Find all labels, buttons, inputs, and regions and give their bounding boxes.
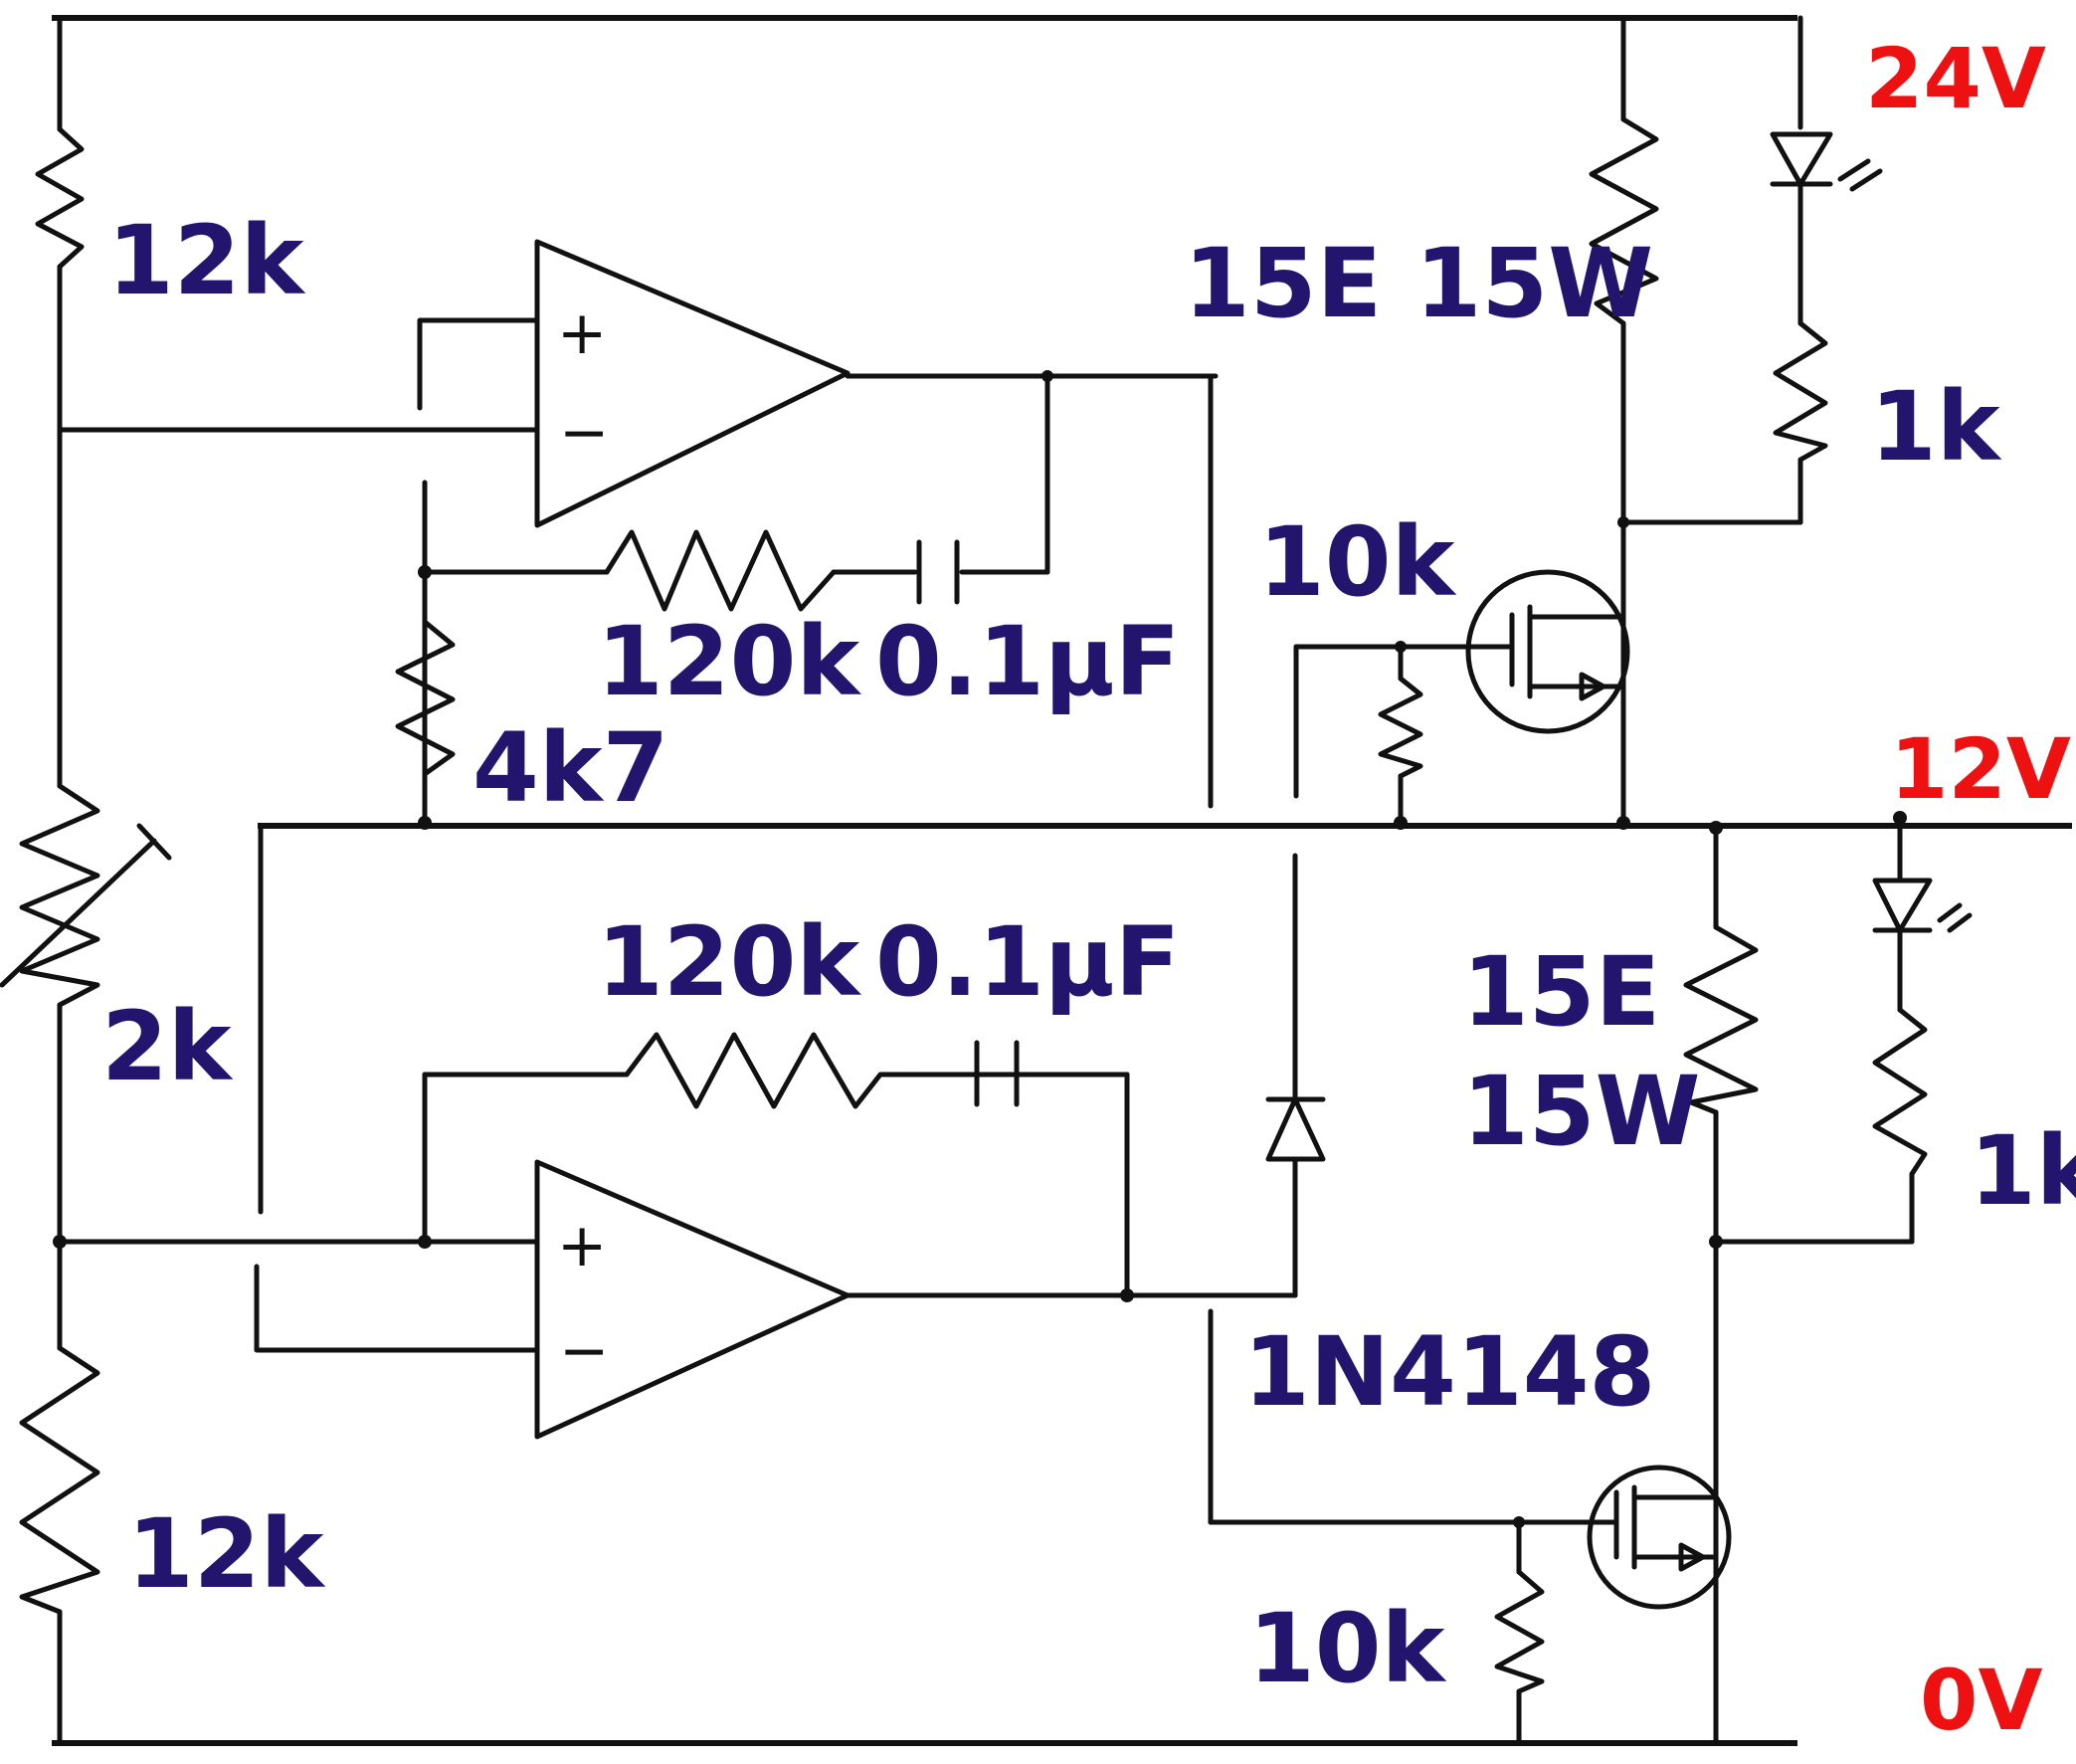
resistor-icon bbox=[1683, 924, 1759, 1115]
diode-icon bbox=[1265, 853, 1326, 1298]
label-r-divider-top: 12k bbox=[107, 205, 306, 316]
resistor-icon bbox=[1378, 676, 1423, 779]
led-icon bbox=[1872, 878, 1973, 933]
label-c-feedback-top: 0.1μF bbox=[875, 606, 1180, 717]
rail-12v-label: 12V bbox=[1890, 720, 2071, 818]
opamp-top-plus: + bbox=[557, 298, 607, 368]
mosfet-icon bbox=[1587, 1465, 1732, 1610]
opamp-top-minus: − bbox=[559, 398, 609, 468]
mosfet-icon bbox=[1465, 569, 1630, 734]
label-r-load-bottom-value: 15E bbox=[1462, 936, 1660, 1048]
label-r-input-top: 4k7 bbox=[472, 712, 668, 824]
label-r-led-bottom: 1k bbox=[1970, 1115, 2076, 1227]
resistor-icon bbox=[1773, 320, 1828, 463]
resistor-icon bbox=[604, 529, 837, 612]
led-icon bbox=[1770, 131, 1883, 192]
label-diode: 1N4148 bbox=[1243, 1316, 1655, 1428]
opamp-icon bbox=[534, 1159, 850, 1440]
label-c-feedback-bottom: 0.1μF bbox=[875, 906, 1180, 1018]
label-pot: 2k bbox=[101, 991, 234, 1102]
resistor-icon bbox=[1872, 1007, 1928, 1177]
label-r-load-bottom-power: 15W bbox=[1462, 1056, 1700, 1167]
label-r-led-top: 1k bbox=[1870, 371, 2002, 483]
label-r-divider-bottom: 12k bbox=[127, 1498, 326, 1610]
resistor-icon bbox=[1494, 1569, 1545, 1694]
label-r-feedback-bottom: 120k bbox=[597, 906, 861, 1018]
opamp-icon bbox=[534, 239, 850, 528]
opamp-top-wires bbox=[417, 317, 1219, 829]
bottom-stage-wires bbox=[1516, 813, 1915, 1746]
divider-wires bbox=[57, 15, 540, 1746]
resistor-icon bbox=[35, 126, 85, 270]
resistor-icon bbox=[19, 1345, 100, 1615]
label-r-load-top: 15E 15W bbox=[1184, 228, 1653, 339]
opamp-bottom-minus: − bbox=[559, 1316, 609, 1386]
resistor-icon bbox=[624, 1032, 913, 1109]
label-r-gate-top: 10k bbox=[1258, 506, 1457, 618]
resistor-icon bbox=[1589, 116, 1659, 326]
capacitor-icon bbox=[916, 539, 960, 605]
potentiometer-icon bbox=[0, 783, 172, 1008]
opamp-bottom-wires bbox=[254, 823, 1595, 1525]
opamp-bottom-plus: + bbox=[557, 1211, 607, 1280]
rail-24v-label: 24V bbox=[1865, 30, 2046, 127]
capacitor-icon bbox=[907, 1040, 1020, 1107]
resistor-icon bbox=[395, 619, 456, 777]
top-stage-wires bbox=[1293, 15, 1803, 829]
label-r-gate-bottom: 10k bbox=[1248, 1593, 1447, 1704]
rail-0v-label: 0V bbox=[1920, 1652, 2042, 1749]
label-r-feedback-top: 120k bbox=[597, 606, 861, 717]
